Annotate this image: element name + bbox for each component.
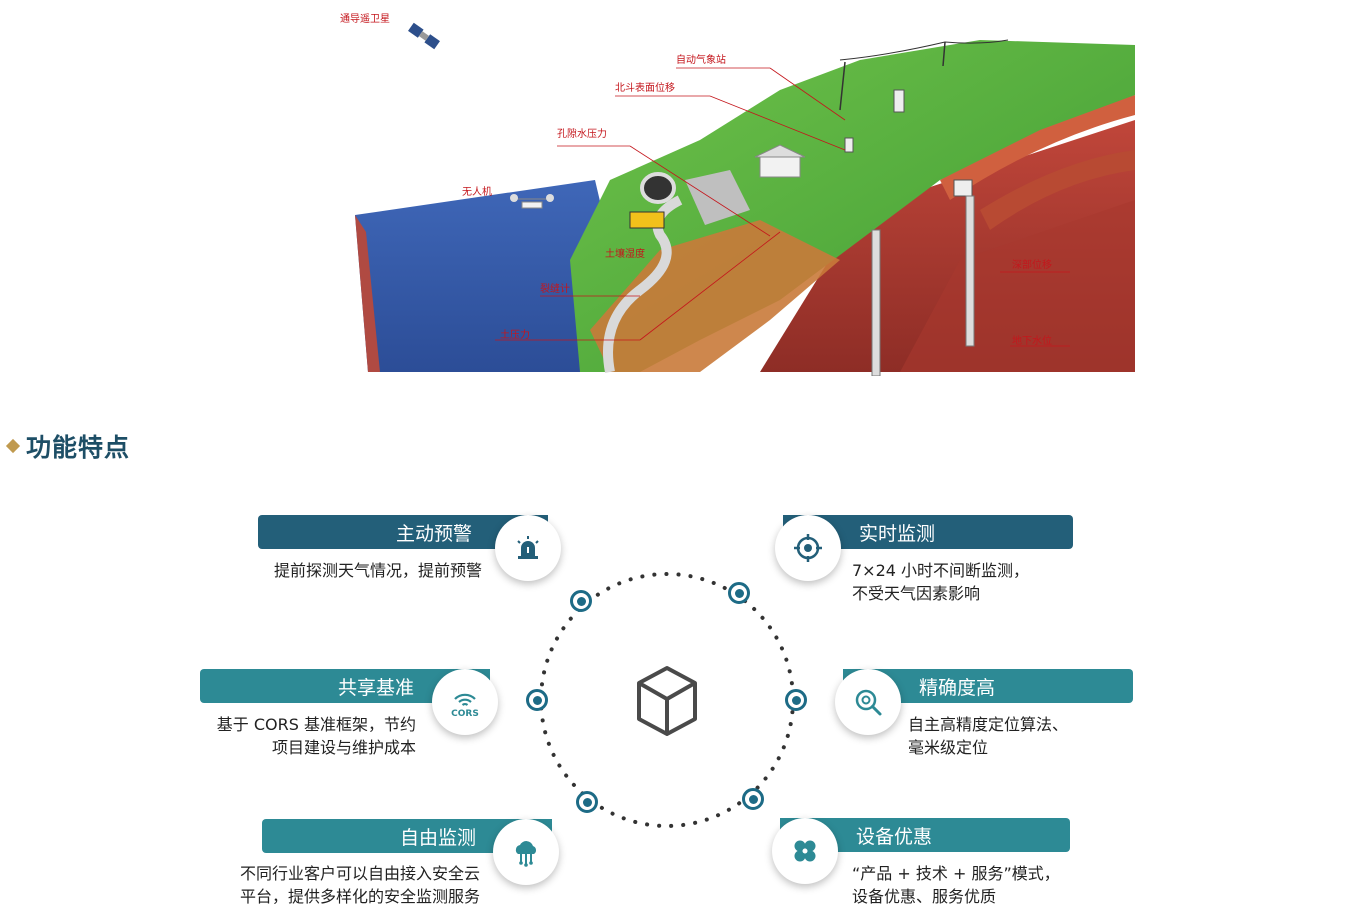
feature-desc-equipment-discount: “产品 + 技术 + 服务”模式， 设备优惠、服务优质 xyxy=(852,864,1060,906)
label-deep-displacement: 深部位移 xyxy=(1012,260,1052,271)
label-soil-moisture: 土壤湿度 xyxy=(605,249,645,260)
terrain-3d-diagram xyxy=(355,22,1135,377)
cube-icon xyxy=(637,666,697,736)
label-drone: 无人机 xyxy=(462,187,492,198)
label-satellite: 通导遥卫星 xyxy=(340,14,390,25)
label-pore-water: 孔隙水压力 xyxy=(557,129,607,140)
feature-icon-equipment-discount xyxy=(772,818,838,884)
label-crack: 裂缝计 xyxy=(540,284,570,295)
label-groundwater: 地下水位 xyxy=(1012,336,1052,347)
diamond-bullet-icon xyxy=(5,438,21,454)
cors-signal-icon: CORS xyxy=(451,693,479,717)
ring-node xyxy=(576,791,598,813)
feature-icon-high-precision xyxy=(835,669,901,735)
ring-node xyxy=(742,788,764,810)
ring-node xyxy=(570,590,592,612)
ring-node xyxy=(785,689,807,711)
feature-desc-active-warning: 提前探测天气情况，提前预警 xyxy=(273,561,482,580)
feature-icon-free-monitoring xyxy=(493,819,559,885)
crosshair-icon xyxy=(794,534,822,562)
feature-desc-free-monitoring: 不同行业客户可以自由接入安全云 平台，提供多样化的安全监测服务 xyxy=(239,864,480,906)
ring-node xyxy=(728,582,750,604)
cors-icon-text: CORS xyxy=(451,709,479,717)
monitoring-system-illustration: 通导遥卫星 自动气象站 北斗表面位移 孔隙水压力 无人机 土壤湿度 裂缝计 土压… xyxy=(340,0,1140,377)
clover-icon xyxy=(794,840,816,862)
feature-icon-shared-reference: CORS xyxy=(432,669,498,735)
feature-desc-shared-reference: 基于 CORS 基准框架，节约 项目建设与维护成本 xyxy=(216,715,416,757)
label-weather-station: 自动气象站 xyxy=(676,55,726,66)
magnifier-target-icon xyxy=(855,689,882,716)
feature-desc-high-precision: 自主高精度定位算法、 毫米级定位 xyxy=(908,715,1069,757)
feature-icon-realtime xyxy=(775,515,841,581)
feature-desc-realtime: 7×24 小时不间断监测， 不受天气因素影响 xyxy=(852,561,1030,603)
section-heading: 功能特点 xyxy=(5,428,131,464)
ring-node xyxy=(526,689,548,711)
section-title: 功能特点 xyxy=(26,433,131,462)
alarm-light-icon xyxy=(517,536,539,559)
label-beidou: 北斗表面位移 xyxy=(615,83,675,94)
cloud-network-icon xyxy=(515,841,537,867)
feature-icon-active-warning xyxy=(495,515,561,581)
label-soil-pressure: 土压力 xyxy=(500,330,530,341)
